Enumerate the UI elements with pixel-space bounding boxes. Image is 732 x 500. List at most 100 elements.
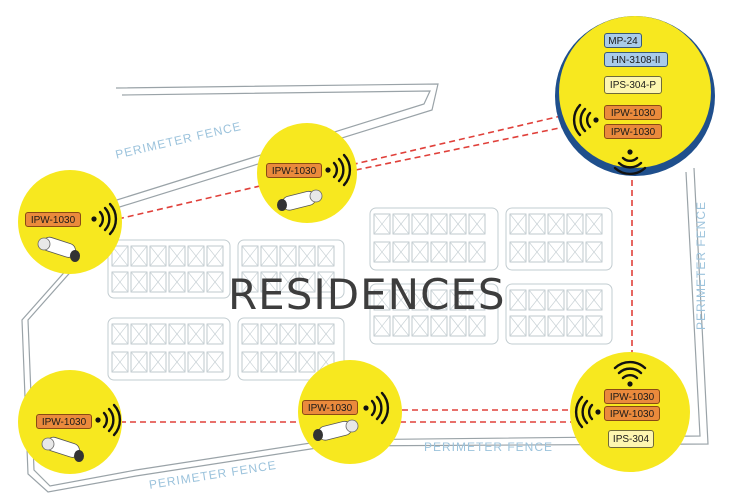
house-unit-cross: [130, 351, 148, 373]
house-unit: [547, 289, 565, 311]
house-unit: [528, 315, 546, 337]
house-unit-cross: [392, 289, 410, 311]
house-unit-cross: [130, 271, 148, 293]
house-unit: [187, 245, 205, 267]
house-unit: [111, 271, 129, 293]
house-unit-cross: [528, 241, 546, 263]
house-unit-cross: [468, 213, 486, 235]
house-unit: [298, 271, 316, 293]
house-unit: [528, 213, 546, 235]
device-label: IPW-1030: [604, 406, 660, 421]
house-unit: [111, 245, 129, 267]
house-unit-cross: [298, 245, 316, 267]
device-label: HN-3108-II: [604, 52, 668, 67]
house-unit: [298, 245, 316, 267]
house-unit-cross: [168, 271, 186, 293]
wifi-signal-icon: [91, 202, 118, 236]
house-unit-cross: [187, 323, 205, 345]
house-unit-cross: [373, 289, 391, 311]
device-label: MP-24: [604, 33, 642, 48]
house-unit-cross: [373, 315, 391, 337]
house-unit-cross: [566, 289, 584, 311]
house-unit-cross: [373, 213, 391, 235]
house-unit-cross: [585, 213, 603, 235]
device-label: IPW-1030: [604, 389, 660, 404]
house-unit: [130, 245, 148, 267]
house-unit-cross: [130, 245, 148, 267]
house-unit-cross: [449, 213, 467, 235]
house-unit-cross: [206, 245, 224, 267]
device-label: IPW-1030: [25, 212, 81, 227]
house-unit: [411, 241, 429, 263]
link-topmid-hub: [345, 124, 575, 173]
house-unit-cross: [317, 351, 335, 373]
house-unit: [279, 245, 297, 267]
wifi-signals: [91, 103, 647, 437]
house-unit-cross: [528, 289, 546, 311]
device-label: IPS-304: [608, 430, 654, 448]
house-unit-cross: [187, 351, 205, 373]
house-unit-cross: [411, 241, 429, 263]
house-unit-cross: [566, 241, 584, 263]
camera-icon: [37, 236, 80, 262]
house-unit-cross: [206, 271, 224, 293]
house-unit-cross: [566, 315, 584, 337]
house-unit-cross: [187, 245, 205, 267]
house-unit: [509, 289, 527, 311]
house-unit: [566, 213, 584, 235]
house-unit-cross: [468, 289, 486, 311]
house-unit: [206, 271, 224, 293]
house-unit: [111, 351, 129, 373]
house-unit-cross: [317, 245, 335, 267]
house-unit: [111, 323, 129, 345]
house-unit: [168, 323, 186, 345]
house-unit-cross: [260, 323, 278, 345]
house-unit-cross: [168, 351, 186, 373]
house-unit-cross: [411, 289, 429, 311]
house-unit-cross: [298, 323, 316, 345]
house-unit: [468, 289, 486, 311]
house-unit: [430, 241, 448, 263]
cameras: [37, 189, 359, 462]
house-unit: [411, 213, 429, 235]
house-unit-cross: [585, 289, 603, 311]
house-units: [111, 213, 603, 373]
house-unit-cross: [298, 351, 316, 373]
house-unit-cross: [509, 289, 527, 311]
house-unit-cross: [279, 323, 297, 345]
house-unit-cross: [187, 271, 205, 293]
house-unit-cross: [149, 245, 167, 267]
house-unit: [585, 241, 603, 263]
house-unit-cross: [260, 271, 278, 293]
house-unit-cross: [392, 213, 410, 235]
house-unit: [317, 245, 335, 267]
house-unit-cross: [509, 241, 527, 263]
house-unit-cross: [317, 271, 335, 293]
camera-icon: [41, 436, 84, 462]
house-unit: [392, 213, 410, 235]
house-unit: [468, 241, 486, 263]
house-unit-cross: [585, 315, 603, 337]
house-unit-cross: [430, 241, 448, 263]
house-unit: [547, 315, 565, 337]
house-unit-cross: [241, 245, 259, 267]
house-unit-cross: [430, 289, 448, 311]
house-unit: [528, 289, 546, 311]
house-unit: [509, 241, 527, 263]
house-unit: [392, 315, 410, 337]
house-unit-cross: [509, 315, 527, 337]
house-unit-cross: [111, 271, 129, 293]
house-unit: [585, 289, 603, 311]
house-unit: [168, 245, 186, 267]
house-unit-cross: [279, 245, 297, 267]
house-unit-cross: [149, 271, 167, 293]
house-unit: [547, 213, 565, 235]
house-unit: [392, 241, 410, 263]
device-label: IPW-1030: [604, 105, 662, 120]
house-unit: [241, 245, 259, 267]
house-unit: [468, 315, 486, 337]
camera-icon: [313, 419, 359, 441]
house-unit: [206, 323, 224, 345]
house-unit: [260, 351, 278, 373]
house-unit-cross: [149, 323, 167, 345]
